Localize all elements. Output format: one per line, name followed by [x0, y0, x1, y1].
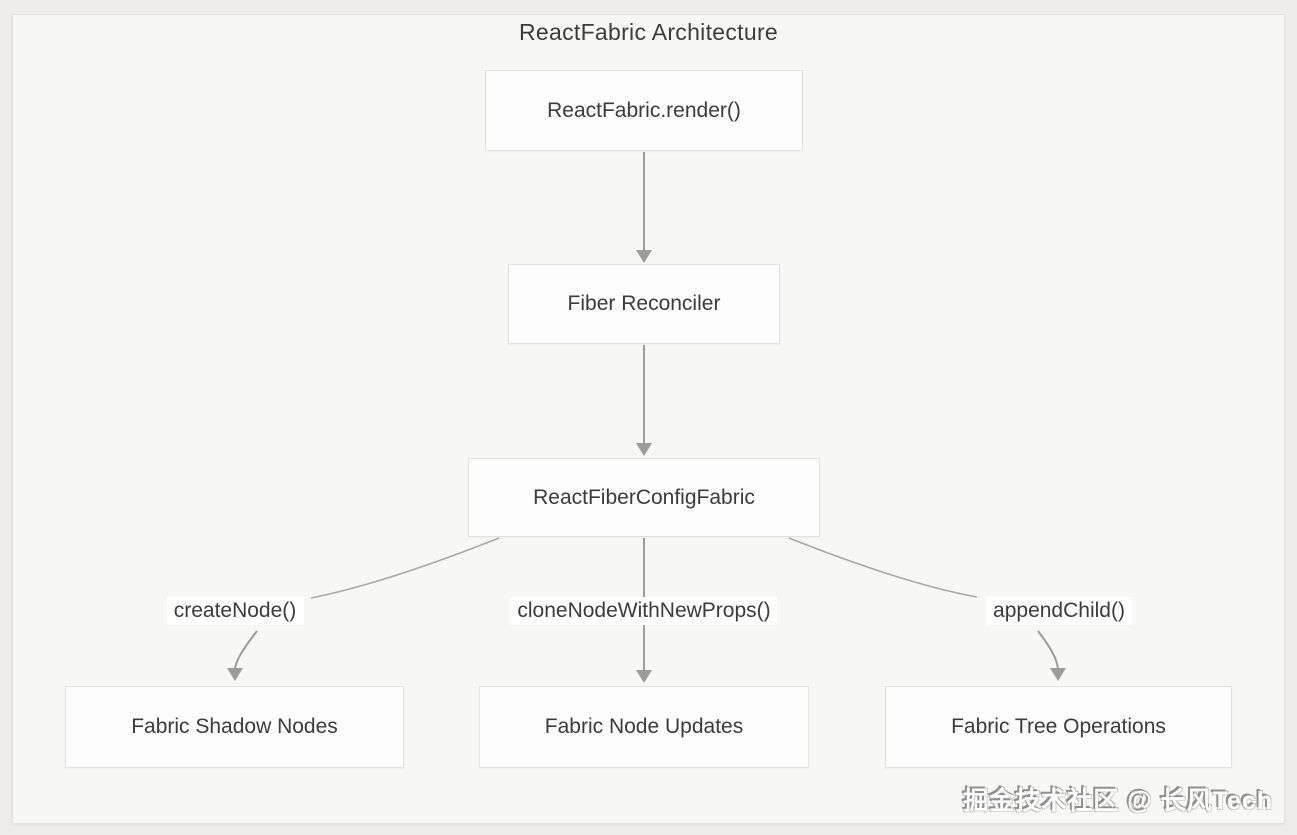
watermark: 掘金技术社区 @ 长风Tech [963, 787, 1273, 815]
node-fabric-node-updates: Fabric Node Updates [479, 686, 809, 768]
node-fabric-shadow-nodes: Fabric Shadow Nodes [65, 686, 404, 768]
node-label: Fiber Reconciler [567, 292, 721, 315]
node-reactfabric-render: ReactFabric.render() [485, 70, 803, 151]
edge-label-createnode: createNode() [166, 597, 304, 625]
node-reactfiberconfigfabric: ReactFiberConfigFabric [468, 458, 820, 537]
node-label: Fabric Shadow Nodes [131, 715, 338, 738]
node-fiber-reconciler: Fiber Reconciler [508, 264, 780, 344]
edge-label-appendchild: appendChild() [986, 597, 1132, 625]
edge-label-clonenodewithnewprops: cloneNodeWithNewProps() [510, 597, 778, 625]
diagram-title: ReactFabric Architecture [518, 19, 779, 45]
node-label: Fabric Tree Operations [951, 715, 1166, 738]
node-label: Fabric Node Updates [544, 715, 744, 738]
node-label: ReactFabric.render() [547, 98, 741, 122]
node-label: ReactFiberConfigFabric [533, 485, 755, 509]
node-fabric-tree-operations: Fabric Tree Operations [885, 686, 1232, 768]
